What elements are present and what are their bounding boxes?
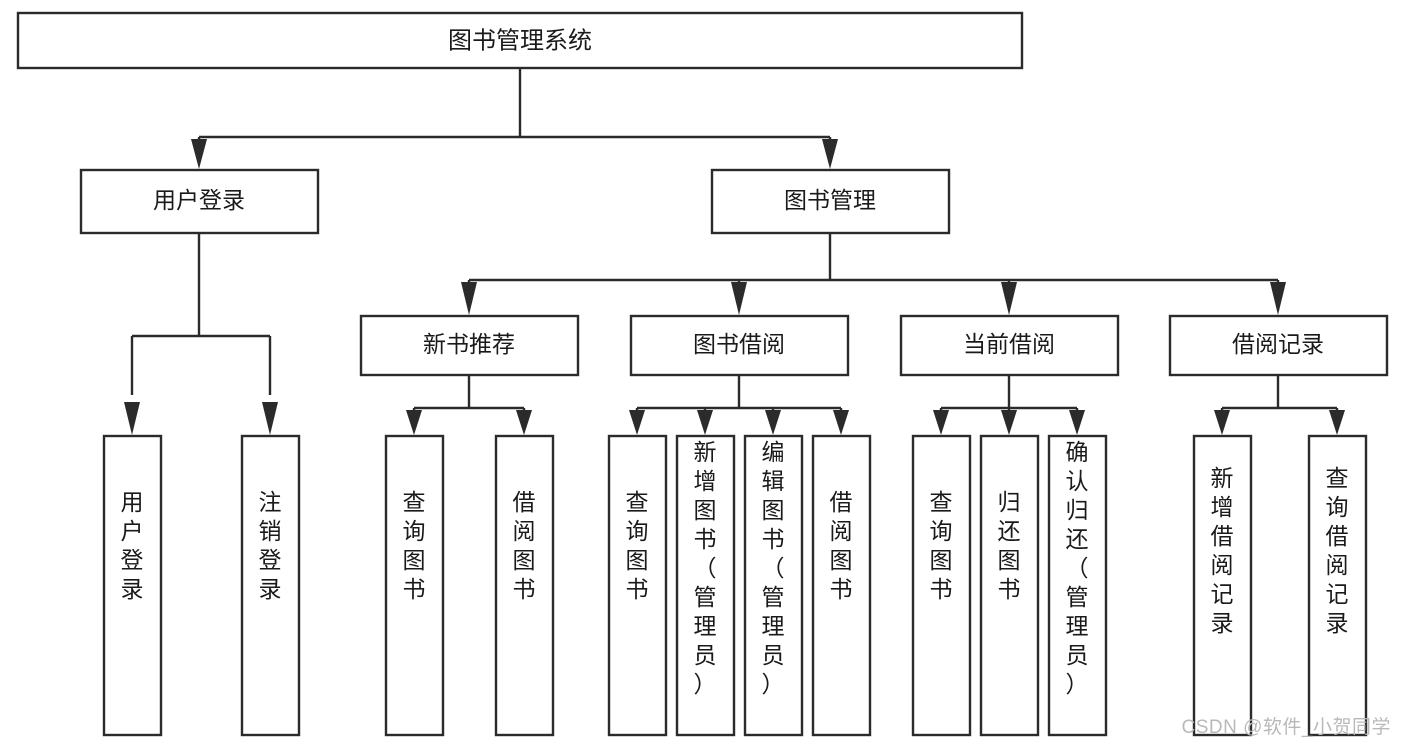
node-root-book-management-system[interactable]: 图书管理系统 [16, 11, 1024, 70]
arrow-head-book-borrow [731, 282, 747, 315]
node-leaf-user-login[interactable]: 用户登录 [102, 434, 163, 737]
node-leaf-borrow-book-2-label: 借阅图书 [830, 489, 853, 602]
arrow-head-borrow-record [1270, 282, 1286, 315]
node-leaf-user-login-label: 用户登录 [121, 489, 144, 602]
node-leaf-query-record-label: 查询借阅记录 [1326, 465, 1349, 636]
arrow-head-leaf-logout-login [262, 402, 278, 435]
node-leaf-return-book[interactable]: 归还图书 [979, 434, 1040, 737]
connector-layer [124, 68, 1345, 435]
arrow-head-leaf-edit-book [765, 410, 781, 435]
node-root-label: 图书管理系统 [448, 27, 592, 54]
node-leaf-return-book-label: 归还图书 [998, 489, 1021, 602]
arrow-head-leaf-user-login [124, 402, 140, 435]
node-leaf-confirm-return[interactable]: 确认归还（管理员） [1047, 434, 1108, 737]
node-leaf-query-record[interactable]: 查询借阅记录 [1307, 434, 1368, 737]
node-leaf-query-record-box[interactable] [1307, 434, 1368, 737]
arrow-head-leaf-return-book [1001, 410, 1017, 435]
node-book-borrow-label: 图书借阅 [693, 331, 785, 357]
arrow-head-new-book-recommend [461, 282, 477, 315]
node-book-management-label: 图书管理 [784, 187, 876, 213]
node-leaf-logout-login-label: 注销登录 [259, 489, 282, 602]
node-root-box[interactable] [16, 11, 1024, 70]
node-leaf-query-book-1[interactable]: 查询图书 [384, 434, 445, 737]
node-leaf-query-book-2-box[interactable] [607, 434, 668, 737]
node-new-book-recommend-box[interactable] [359, 314, 580, 377]
node-leaf-add-record-label: 新增借阅记录 [1211, 465, 1234, 636]
node-leaf-borrow-book-2-box[interactable] [811, 434, 872, 737]
node-leaf-add-record-box[interactable] [1192, 434, 1253, 737]
csdn-watermark: CSDN @软件_小贺同学 [1181, 717, 1391, 738]
node-new-book-recommend-label: 新书推荐 [423, 331, 515, 357]
node-book-borrow[interactable]: 图书借阅 [629, 314, 850, 377]
node-leaf-confirm-return-label: 确认归还（管理员） [1066, 439, 1089, 697]
arrow-head-leaf-add-book [697, 410, 713, 435]
node-leaf-borrow-book-1-label: 借阅图书 [513, 489, 536, 602]
arrow-head-user-login [191, 139, 207, 169]
node-borrow-record-label: 借阅记录 [1232, 331, 1324, 357]
node-leaf-add-book-box[interactable] [675, 434, 736, 737]
node-book-management[interactable]: 图书管理 [710, 168, 951, 235]
node-leaf-query-book-1-box[interactable] [384, 434, 445, 737]
node-current-borrow[interactable]: 当前借阅 [899, 314, 1120, 377]
node-leaf-logout-login-box[interactable] [240, 434, 301, 737]
node-leaf-logout-login[interactable]: 注销登录 [240, 434, 301, 737]
node-current-borrow-box[interactable] [899, 314, 1120, 377]
node-leaf-borrow-book-1-box[interactable] [494, 434, 555, 737]
arrow-head-leaf-add-record [1214, 410, 1230, 435]
node-leaf-edit-book-box[interactable] [743, 434, 804, 737]
node-book-management-box[interactable] [710, 168, 951, 235]
node-leaf-add-record[interactable]: 新增借阅记录 [1192, 434, 1253, 737]
node-new-book-recommend[interactable]: 新书推荐 [359, 314, 580, 377]
node-leaf-edit-book-label: 编辑图书（管理员） [762, 439, 785, 697]
node-user-login-label: 用户登录 [153, 187, 245, 213]
node-user-login[interactable]: 用户登录 [79, 168, 320, 235]
arrow-head-leaf-query-book-3 [933, 410, 949, 435]
arrow-head-leaf-query-book-2 [629, 410, 645, 435]
node-leaf-edit-book[interactable]: 编辑图书（管理员） [743, 434, 804, 737]
node-leaf-query-book-2[interactable]: 查询图书 [607, 434, 668, 737]
node-leaf-query-book-2-label: 查询图书 [626, 489, 649, 602]
node-borrow-record-box[interactable] [1168, 314, 1389, 377]
node-current-borrow-label: 当前借阅 [963, 331, 1055, 357]
node-leaf-query-book-3[interactable]: 查询图书 [911, 434, 972, 737]
node-leaf-query-book-1-label: 查询图书 [403, 489, 426, 602]
node-book-borrow-box[interactable] [629, 314, 850, 377]
node-leaf-return-book-box[interactable] [979, 434, 1040, 737]
node-leaf-query-book-3-label: 查询图书 [930, 489, 953, 602]
node-user-login-box[interactable] [79, 168, 320, 235]
arrow-head-leaf-query-record [1329, 410, 1345, 435]
node-leaf-add-book-label: 新增图书（管理员） [694, 439, 717, 697]
arrow-head-leaf-borrow-book-2 [833, 410, 849, 435]
node-leaf-add-book[interactable]: 新增图书（管理员） [675, 434, 736, 737]
node-borrow-record[interactable]: 借阅记录 [1168, 314, 1389, 377]
arrow-head-current-borrow [1001, 282, 1017, 315]
node-leaf-confirm-return-box[interactable] [1047, 434, 1108, 737]
node-leaf-query-book-3-box[interactable] [911, 434, 972, 737]
node-leaf-borrow-book-1[interactable]: 借阅图书 [494, 434, 555, 737]
node-leaf-user-login-box[interactable] [102, 434, 163, 737]
arrow-head-leaf-confirm-return [1069, 410, 1085, 435]
arrow-head-leaf-borrow-book-1 [516, 410, 532, 435]
arrow-head-leaf-query-book-1 [406, 410, 422, 435]
arrow-head-book-management [822, 139, 838, 169]
node-leaf-borrow-book-2[interactable]: 借阅图书 [811, 434, 872, 737]
